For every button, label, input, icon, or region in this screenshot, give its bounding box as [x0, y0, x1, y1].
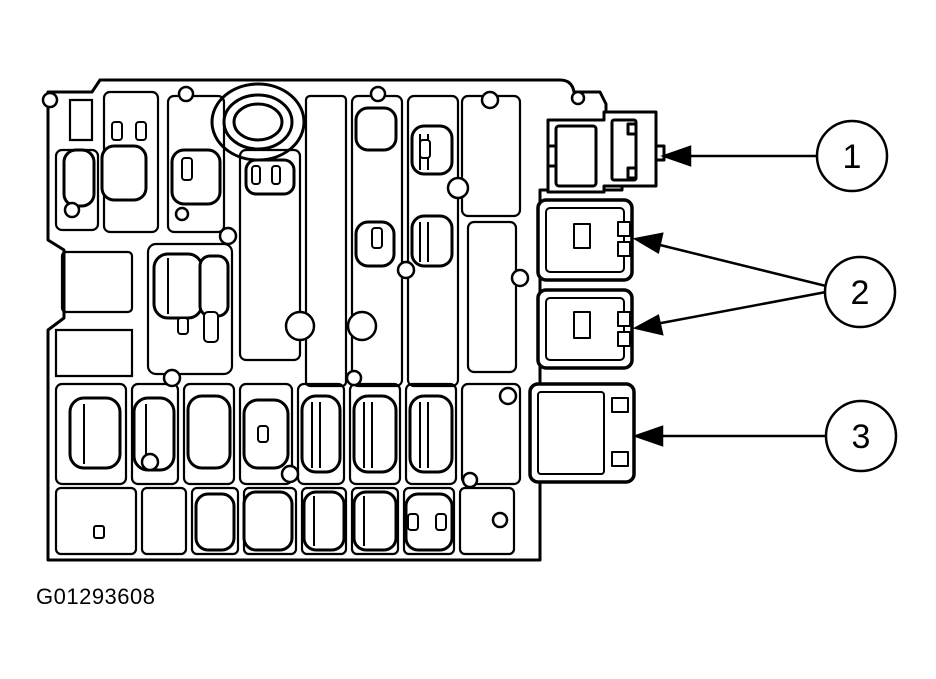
accumulator-ring: [210, 82, 306, 162]
callout-2-label: 2: [851, 274, 870, 312]
solenoid-2-lower: [536, 288, 634, 370]
callout-3: 3: [824, 399, 898, 473]
leader-line-2a: [655, 242, 827, 288]
solenoid-3: [528, 382, 636, 484]
valve-channels: [54, 90, 522, 556]
solenoid-1: [546, 110, 666, 194]
arrowhead-1: [660, 145, 692, 167]
leader-line-2b: [655, 290, 827, 326]
arrowhead-2a: [632, 232, 664, 254]
callout-2: 2: [823, 255, 897, 329]
arrowhead-2b: [632, 314, 664, 336]
bolt-holes: [41, 85, 586, 529]
valve-slots: [93, 121, 447, 539]
spool-land-lines: [83, 134, 429, 546]
leader-arrows: [632, 145, 827, 447]
callout-1: 1: [815, 119, 889, 193]
callout-3-label: 3: [852, 418, 871, 456]
arrowhead-3: [632, 425, 664, 447]
figure-id: G01293608: [36, 584, 156, 609]
solenoid-2-upper: [536, 198, 634, 282]
callout-1-label: 1: [843, 138, 862, 176]
